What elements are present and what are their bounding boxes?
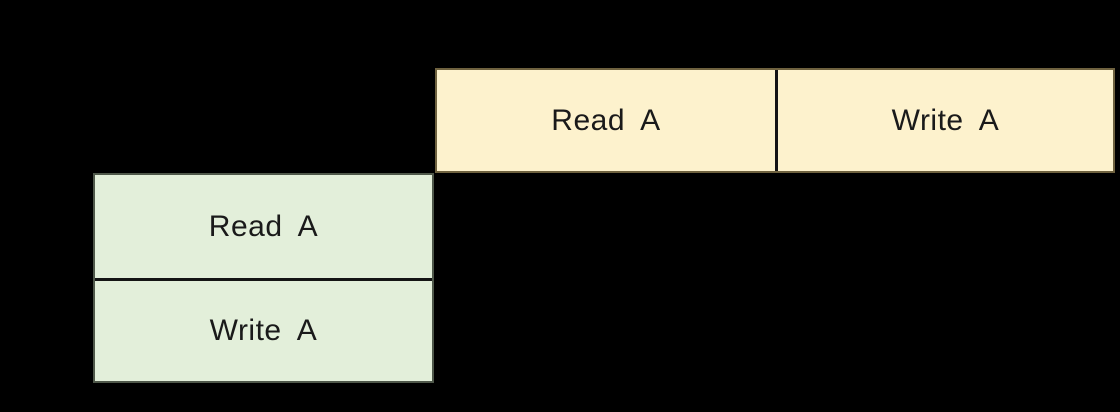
top-write-a-label: Write A: [891, 103, 1000, 137]
left-write-a-label: Write A: [209, 314, 318, 347]
top-block-divider: [775, 70, 778, 171]
left-write-a-cell: Write A: [95, 281, 432, 381]
left-read-a-label: Read A: [208, 209, 319, 243]
top-transaction-block: Read A Write A: [435, 68, 1115, 173]
left-read-a-cell: Read A: [95, 175, 432, 278]
top-read-a-cell: Read A: [437, 70, 775, 171]
top-read-a-label: Read A: [551, 103, 661, 137]
top-write-a-cell: Write A: [778, 70, 1113, 171]
left-block-divider: [95, 278, 432, 281]
left-transaction-block: Read A Write A: [93, 173, 434, 383]
